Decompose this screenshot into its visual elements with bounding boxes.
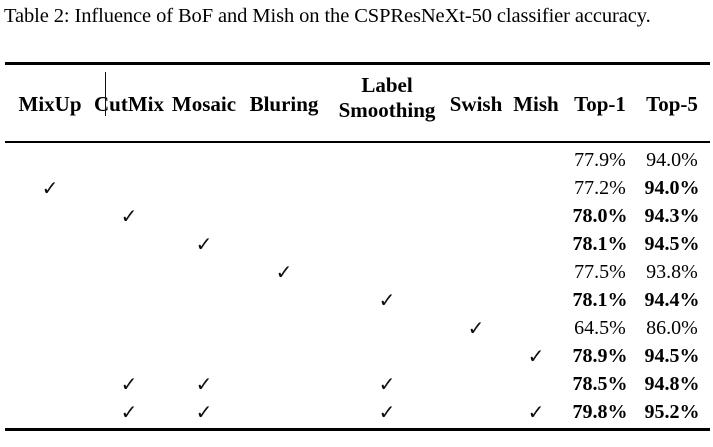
cell-top1: 64.5% [574, 317, 626, 339]
cell-top1: 79.8% [572, 401, 628, 423]
cell-top5: 94.5% [644, 345, 700, 367]
cell-top1: 78.5% [572, 373, 628, 395]
cell-top1: 78.1% [572, 289, 628, 311]
column-header-mish: Mish [513, 92, 559, 116]
cell-top1: 77.5% [574, 261, 626, 283]
table-row: ✓ 64.5% 86.0% [0, 314, 713, 342]
text-cursor-caret [105, 72, 107, 116]
table-row: ✓ 77.2% 94.0% [0, 174, 713, 202]
checkmark-icon-cutmix: ✓ [120, 204, 138, 228]
column-header-mixup: MixUp [18, 92, 82, 116]
table-row: ✓ ✓ ✓ 78.5% 94.8% [0, 370, 713, 398]
checkmark-icon-bluring: ✓ [275, 260, 293, 284]
cell-top5: 94.0% [644, 177, 700, 199]
checkmark-icon-labelsm: ✓ [378, 400, 396, 424]
table-row: ✓ 78.0% 94.3% [0, 202, 713, 230]
table-top-rule [5, 62, 710, 66]
column-header-bluring: Bluring [249, 92, 319, 116]
cell-top5: 93.8% [646, 261, 698, 283]
checkmark-icon-mish: ✓ [527, 400, 545, 424]
cell-top1: 78.9% [572, 345, 628, 367]
table-row: ✓ 78.1% 94.4% [0, 286, 713, 314]
checkmark-icon-swish: ✓ [467, 316, 485, 340]
table-body: 77.9% 94.0% ✓ 77.2% 94.0% ✓ 78.0% 94.3% ✓ 78.1% 94… [0, 146, 713, 426]
cell-top5: 94.3% [644, 205, 700, 227]
column-header-mosaic: Mosaic [171, 92, 237, 116]
checkmark-icon-mosaic: ✓ [195, 372, 213, 396]
checkmark-icon-cutmix: ✓ [120, 400, 138, 424]
column-header-swish: Swish [449, 92, 503, 116]
cell-top1: 78.1% [572, 233, 628, 255]
cell-top5: 94.4% [644, 289, 700, 311]
table-row: ✓ ✓ ✓ ✓ 79.8% 95.2% [0, 398, 713, 426]
table-row: ✓ 78.1% 94.5% [0, 230, 713, 258]
checkmark-icon-mosaic: ✓ [195, 400, 213, 424]
table-row: ✓ 78.9% 94.5% [0, 342, 713, 370]
cell-top5: 86.0% [646, 317, 698, 339]
table-header-rule [5, 141, 710, 143]
checkmark-icon-mish: ✓ [527, 344, 545, 368]
checkmark-icon-labelsm: ✓ [378, 372, 396, 396]
column-header-top5: Top-5 [646, 92, 698, 116]
cell-top5: 95.2% [644, 401, 700, 423]
caption-text: Influence of BoF and Mish on the CSPResN… [74, 5, 651, 27]
cell-top5: 94.5% [644, 233, 700, 255]
cell-top5: 94.0% [646, 149, 698, 171]
checkmark-icon-mixup: ✓ [41, 176, 59, 200]
cell-top1: 78.0% [572, 205, 628, 227]
checkmark-icon-mosaic: ✓ [195, 232, 213, 256]
cell-top1: 77.9% [574, 149, 626, 171]
cell-top1: 77.2% [574, 177, 626, 199]
column-header-cutmix: CutMix [94, 92, 164, 116]
table-bottom-rule [5, 428, 710, 432]
cell-top5: 94.8% [644, 373, 700, 395]
column-header-labelsm-line2: Smoothing [338, 98, 436, 122]
column-header-top1: Top-1 [574, 92, 626, 116]
table-caption: Table 2: Influence of BoF and Mish on th… [4, 2, 710, 30]
column-header-labelsm-line1: Label [361, 73, 413, 97]
caption-label: Table 2: [4, 5, 70, 27]
table-row: ✓ 77.5% 93.8% [0, 258, 713, 286]
checkmark-icon-cutmix: ✓ [120, 372, 138, 396]
table-row: 77.9% 94.0% [0, 146, 713, 174]
checkmark-icon-labelsm: ✓ [378, 288, 396, 312]
